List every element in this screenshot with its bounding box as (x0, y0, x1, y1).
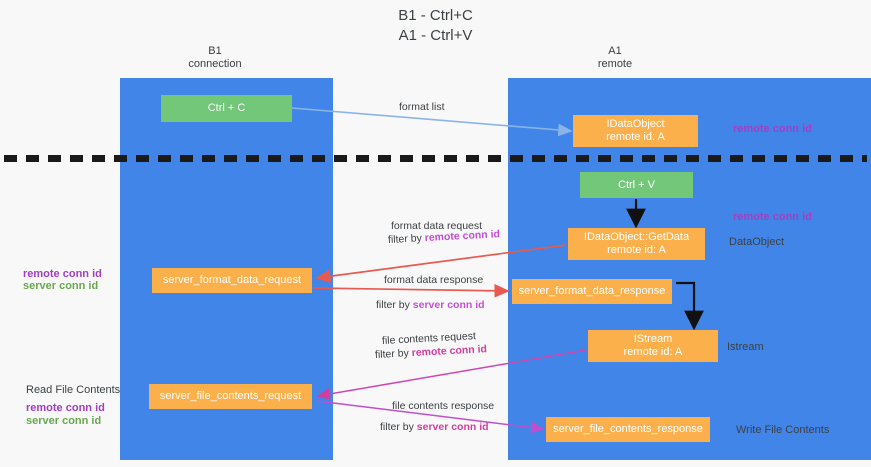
column-header-a1-sub: remote (597, 58, 633, 70)
box-server-file-contents-response[interactable]: server_file_contents_response (546, 417, 710, 442)
box-server-format-data-response[interactable]: server_format_data_response (512, 279, 672, 304)
filter-prefix-1: filter by (387, 232, 426, 246)
filter-prefix-3: filter by (374, 347, 413, 361)
box-ctrl-c[interactable]: Ctrl + C (161, 95, 292, 122)
box-server-format-data-response-label: server_format_data_response (518, 285, 666, 297)
side-label-left-remote-conn-id-2: remote conn id (26, 402, 105, 414)
box-server-file-contents-request[interactable]: server_file_contents_request (149, 384, 312, 409)
arrow-response-to-istream (676, 281, 704, 331)
arrow-format-data-request (315, 244, 567, 283)
box-ctrl-c-label: Ctrl + C (207, 102, 246, 114)
side-label-istream: Istream (727, 341, 764, 353)
side-label-dataobject: DataObject (729, 236, 785, 248)
arrow-label-filter-server-conn-id-2: filter by server conn id (380, 421, 489, 433)
filter-prefix-4: filter by (380, 421, 417, 433)
box-idataobject-line-2: remote id: A (606, 131, 665, 143)
box-ctrl-v-label: Ctrl + V (618, 178, 655, 191)
arrow-file-contents-request (316, 349, 587, 400)
arrow-label-file-contents-response: file contents response (392, 400, 495, 412)
box-server-file-contents-response-label: server_file_contents_response (553, 423, 703, 435)
column-header-b1: B1 connection (150, 45, 280, 71)
title-line-1: B1 - Ctrl+C (398, 7, 473, 24)
box-istream-line-2: remote id: A (623, 346, 683, 358)
side-label-write-file-contents: Write File Contents (736, 424, 830, 436)
arrow-format-data-response (312, 283, 510, 298)
box-server-format-data-request[interactable]: server_format_data_request (152, 268, 312, 293)
box-istream-remote[interactable]: IStream remote id: A (588, 330, 718, 362)
arrow-label-format-data-request: format data request (391, 220, 483, 232)
box-ctrl-v[interactable]: Ctrl + V (580, 172, 693, 198)
side-label-left-server-conn-id: server conn id (23, 280, 99, 292)
box-idataobject-remote[interactable]: IDataObject remote id: A (573, 115, 698, 147)
side-label-read-file-contents: Read File Contents (26, 384, 121, 396)
box-idataobject-line-1: IDataObject (606, 118, 665, 130)
side-label-left-remote-conn-id: remote conn id (23, 268, 102, 280)
box-getdata-line-2: remote id: A (607, 244, 666, 256)
title-line-2: A1 - Ctrl+V (398, 27, 473, 44)
box-istream-line-1: IStream (633, 333, 673, 345)
column-header-a1-name: A1 (608, 45, 622, 57)
arrow-label-format-list: format list (399, 101, 445, 113)
server-conn-id-1: server conn id (412, 299, 485, 311)
box-server-file-contents-request-label: server_file_contents_request (159, 390, 302, 402)
column-header-b1-name: B1 (208, 45, 222, 57)
side-label-remote-conn-id-top: remote conn id (733, 123, 812, 135)
arrow-file-contents-response (316, 400, 545, 434)
phase-separator (4, 155, 867, 162)
side-label-left-server-conn-id-2: server conn id (26, 415, 102, 427)
arrow-format-list (291, 107, 573, 137)
side-label-remote-conn-id-mid: remote conn id (733, 211, 812, 223)
filter-prefix-2: filter by (376, 299, 413, 311)
column-header-a1: A1 remote (550, 45, 680, 71)
arrow-label-format-data-response: format data response (384, 274, 484, 286)
column-header-b1-sub: connection (188, 58, 242, 70)
box-getdata-line-1: IDataObject::GetData (583, 231, 690, 243)
box-idataobject-getdata[interactable]: IDataObject::GetData remote id: A (568, 228, 705, 260)
page-title: B1 - Ctrl+C A1 - Ctrl+V (0, 6, 871, 46)
arrow-label-filter-server-conn-id-1: filter by server conn id (376, 299, 485, 311)
box-server-format-data-request-label: server_format_data_request (162, 274, 302, 286)
server-conn-id-2: server conn id (416, 421, 489, 433)
